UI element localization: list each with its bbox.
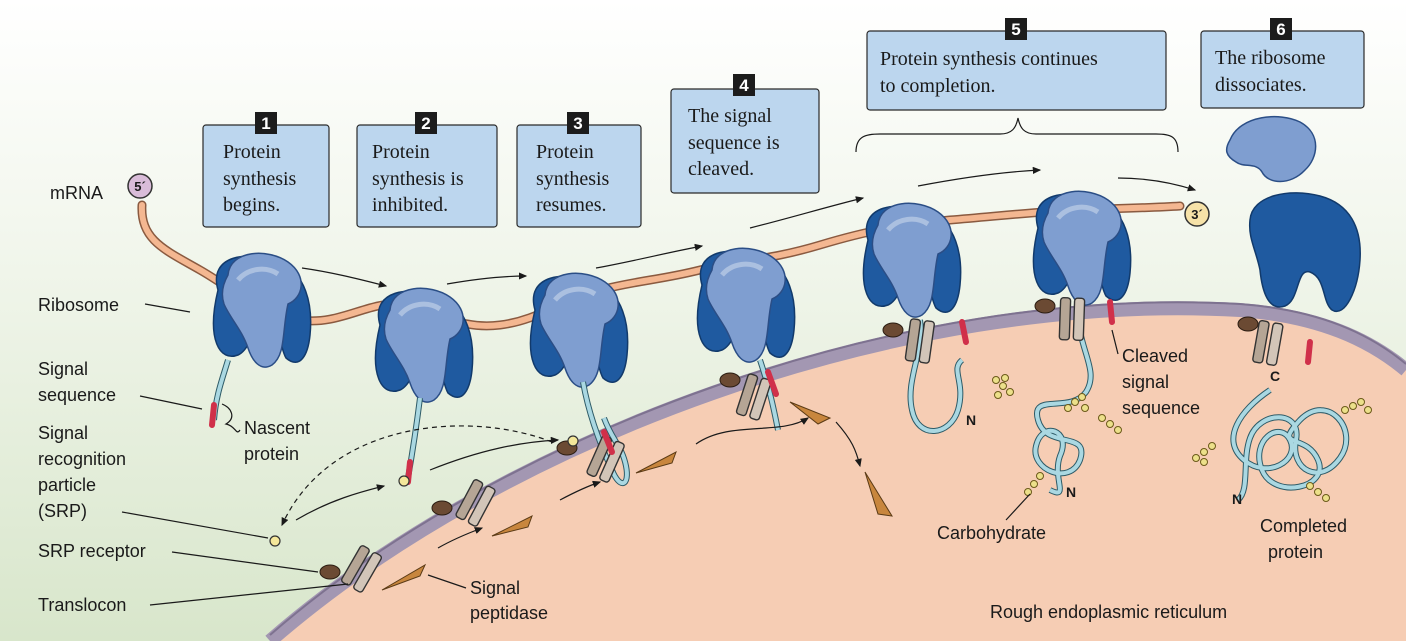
step-1-line-2: synthesis	[223, 168, 297, 190]
label-srp-line-3: particle	[38, 475, 96, 495]
step-box-1: 1 Protein synthesis begins.	[202, 112, 330, 228]
label-signal-sequence-line-2: sequence	[38, 385, 116, 405]
step-2-line-1: Protein	[372, 141, 430, 163]
label-translocon: Translocon	[38, 595, 126, 615]
step-5-number: 5	[1011, 20, 1020, 39]
n-terminus-5a: N	[966, 412, 976, 428]
five-prime-label: 5´	[134, 179, 146, 194]
cleaved-signal-sequences	[601, 299, 1313, 455]
three-prime-label: 3´	[1191, 207, 1203, 222]
step-4-line-2: sequence is	[688, 132, 780, 154]
srp-free	[269, 535, 281, 547]
step-6-line-1: The ribosome	[1215, 47, 1326, 69]
label-srp-line-1: Signal	[38, 423, 88, 443]
ribosome-4	[698, 248, 795, 362]
three-prime-marker	[1184, 201, 1210, 227]
label-nascent-protein-line-1: Nascent	[244, 418, 310, 438]
ribosome-2	[376, 288, 473, 402]
er-membrane	[265, 301, 1406, 641]
five-prime-marker	[127, 173, 153, 199]
step-1-line-1: Protein	[223, 141, 281, 163]
ribosome-5b	[1034, 191, 1131, 305]
label-signal-sequence-line-1: Signal	[38, 359, 88, 379]
step-6-number: 6	[1276, 20, 1285, 39]
step-2-line-3: inhibited.	[372, 194, 448, 216]
er-lumen	[270, 308, 1406, 641]
step-2-number: 2	[421, 114, 430, 133]
label-completed-protein-line-1: Completed	[1260, 516, 1347, 536]
step-box-6: 6 The ribosome dissociates.	[1200, 18, 1365, 109]
step-box-3: 3 Protein synthesis resumes.	[516, 112, 642, 228]
step-3-line-1: Protein	[536, 141, 594, 163]
completed-protein	[1230, 387, 1350, 503]
label-cleaved-signal-line-2: signal	[1122, 372, 1169, 392]
step-4-number: 4	[739, 76, 749, 95]
ribosome-1	[214, 253, 311, 367]
signal-sequence-1	[209, 402, 217, 428]
label-rough-er: Rough endoplasmic reticulum	[990, 602, 1227, 622]
srp-bound-2	[398, 475, 410, 487]
label-cleaved-signal-line-1: Cleaved	[1122, 346, 1188, 366]
label-srp-receptor: SRP receptor	[38, 541, 146, 561]
label-completed-protein-line-2: protein	[1268, 542, 1323, 562]
label-srp-line-2: recognition	[38, 449, 126, 469]
step-5-brace	[855, 117, 1179, 153]
label-ribosome: Ribosome	[38, 295, 119, 315]
n-terminus-5b: N	[1066, 484, 1076, 500]
step-box-2: 2 Protein synthesis is inhibited.	[356, 112, 498, 228]
ribosome-large-subunit	[1248, 192, 1361, 313]
step-5-line-1: Protein synthesis continues	[880, 48, 1098, 70]
step-1-number: 1	[261, 114, 270, 133]
step-3-line-2: synthesis	[536, 168, 610, 190]
step-1-line-3: begins.	[223, 194, 280, 216]
n-terminus-6: N	[1232, 491, 1242, 507]
label-srp-line-4: (SRP)	[38, 501, 87, 521]
step-2-line-2: synthesis is	[372, 168, 464, 190]
ribosome-5a	[864, 203, 961, 317]
ribosome-small-subunit	[1225, 116, 1317, 183]
label-mrna: mRNA	[50, 183, 103, 203]
carbohydrate-chains	[992, 374, 1372, 502]
label-signal-peptidase-line-1: Signal	[470, 578, 520, 598]
step-box-5: 5 Protein synthesis continues to complet…	[866, 18, 1167, 111]
step-6-line-2: dissociates.	[1215, 74, 1307, 96]
step-4-line-1: The signal	[688, 105, 772, 127]
nascent-chain-4	[758, 359, 780, 431]
step-4-line-3: cleaved.	[688, 158, 754, 180]
step-5-line-2: to completion.	[880, 75, 996, 97]
label-signal-peptidase-line-2: peptidase	[470, 603, 548, 623]
label-nascent-protein-line-2: protein	[244, 444, 299, 464]
ribosome-3	[531, 273, 628, 387]
folding-protein-5b	[1032, 309, 1094, 496]
growing-chain-5a	[908, 319, 964, 433]
step-3-number: 3	[573, 114, 582, 133]
c-terminus-6: C	[1270, 368, 1280, 384]
step-box-4: 4 The signal sequence is cleaved.	[670, 74, 820, 194]
step-3-line-3: resumes.	[536, 194, 607, 216]
label-carbohydrate: Carbohydrate	[937, 523, 1046, 543]
signal-peptidases	[381, 401, 893, 591]
label-cleaved-signal-line-3: sequence	[1122, 398, 1200, 418]
srp-docked	[567, 435, 579, 447]
